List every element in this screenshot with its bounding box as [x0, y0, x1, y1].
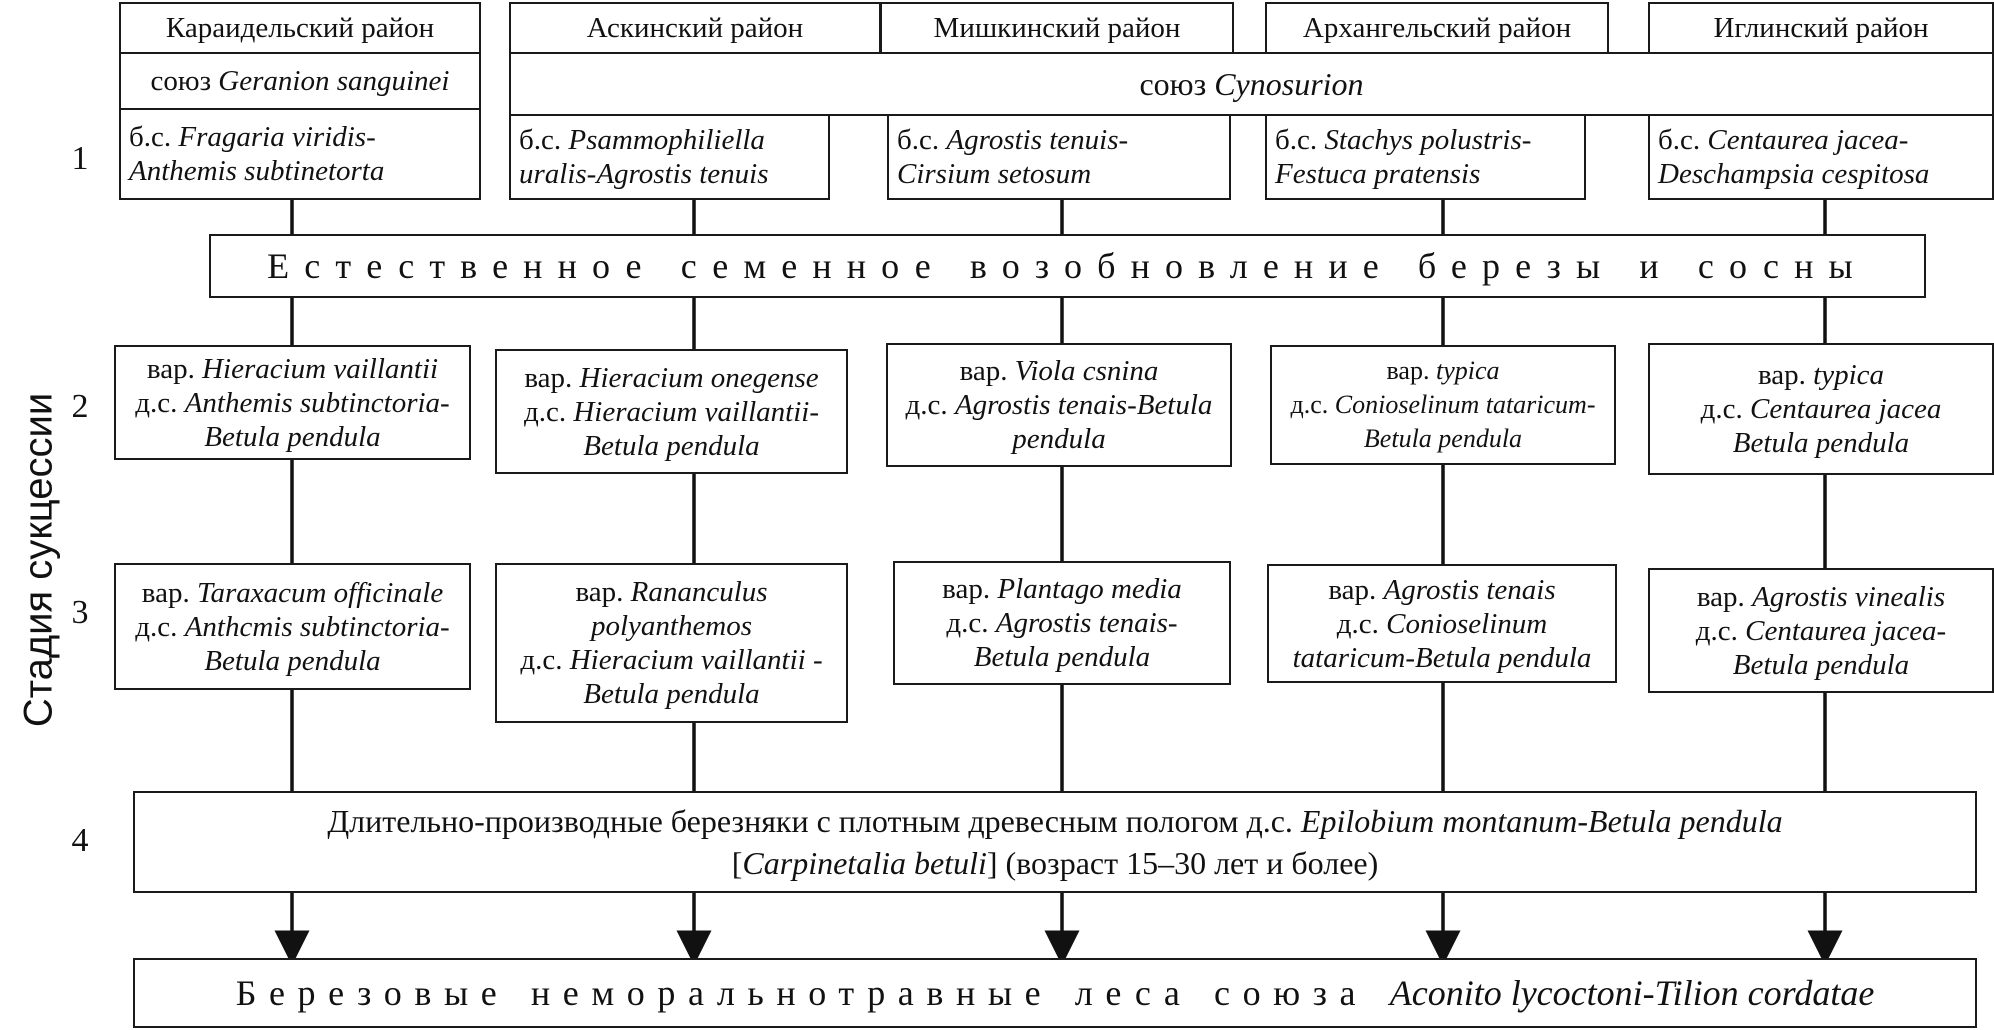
stage1-community-1: б.с. Fragaria viridis- Anthemis subtinet…: [119, 108, 481, 200]
stage2-variant-3: вар. Viola csnina д.с. Agrostis tenais-B…: [886, 343, 1232, 467]
alliance-cynosurion: союз Cynosurion: [509, 52, 1994, 116]
stage1-community-5: б.с. Centaurea jacea- Deschampsia cespit…: [1648, 114, 1994, 200]
regeneration-banner: Естественное семенное возобновление бере…: [209, 234, 1926, 298]
stage3-variant-4: вар. Agrostis tenais д.с. Conioselinum t…: [1267, 564, 1617, 683]
district-header-mishkino: Мишкинский район: [880, 2, 1234, 54]
axis-label: Стадия сукцессии: [16, 392, 61, 728]
stage2-variant-5: вар. typica д.с. Centaurea jacea Betula …: [1648, 343, 1994, 475]
stage-number-4: 4: [71, 822, 89, 859]
district-header-arkhangelsk: Архангельский район: [1265, 2, 1609, 54]
stage3-variant-5: вар. Agrostis vinealis д.с. Centaurea ja…: [1648, 568, 1994, 693]
district-header-karaidel: Караидельский район: [119, 2, 481, 54]
alliance-geranion: союз Geranion sanguinei: [119, 52, 481, 110]
stage2-variant-4: вар. typica д.с. Conioselinum tataricum-…: [1270, 345, 1616, 465]
stage3-variant-2: вар. Rananculus polyanthemos д.с. Hierac…: [495, 563, 848, 723]
stage2-variant-1: вар. Hieracium vaillantii д.с. Anthemis …: [114, 345, 471, 460]
final-forest-type: Березовые неморальнотравные леса союза A…: [133, 958, 1977, 1028]
stage-number-3: 3: [71, 594, 89, 631]
stage1-community-4: б.с. Stachys polustris- Festuca pratensi…: [1265, 114, 1586, 200]
stage1-community-2: б.с. Psammophiliella uralis-Agrostis ten…: [509, 114, 830, 200]
stage3-variant-1: вар. Taraxacum officinale д.с. Anthcmis …: [114, 563, 471, 690]
stage3-variant-3: вар. Plantago media д.с. Agrostis tenais…: [893, 561, 1231, 685]
stage-number-1: 1: [71, 140, 89, 177]
stage4-birch-forests: Длительно-производные березняки с плотны…: [133, 791, 1977, 893]
district-header-askino: Аскинский район: [509, 2, 881, 54]
stage-number-2: 2: [71, 388, 89, 425]
stage2-variant-2: вар. Hieracium onegense д.с. Hieracium v…: [495, 349, 848, 474]
stage1-community-3: б.с. Agrostis tenuis- Cirsium setosum: [887, 114, 1231, 200]
district-header-iglino: Иглинский район: [1648, 2, 1994, 54]
